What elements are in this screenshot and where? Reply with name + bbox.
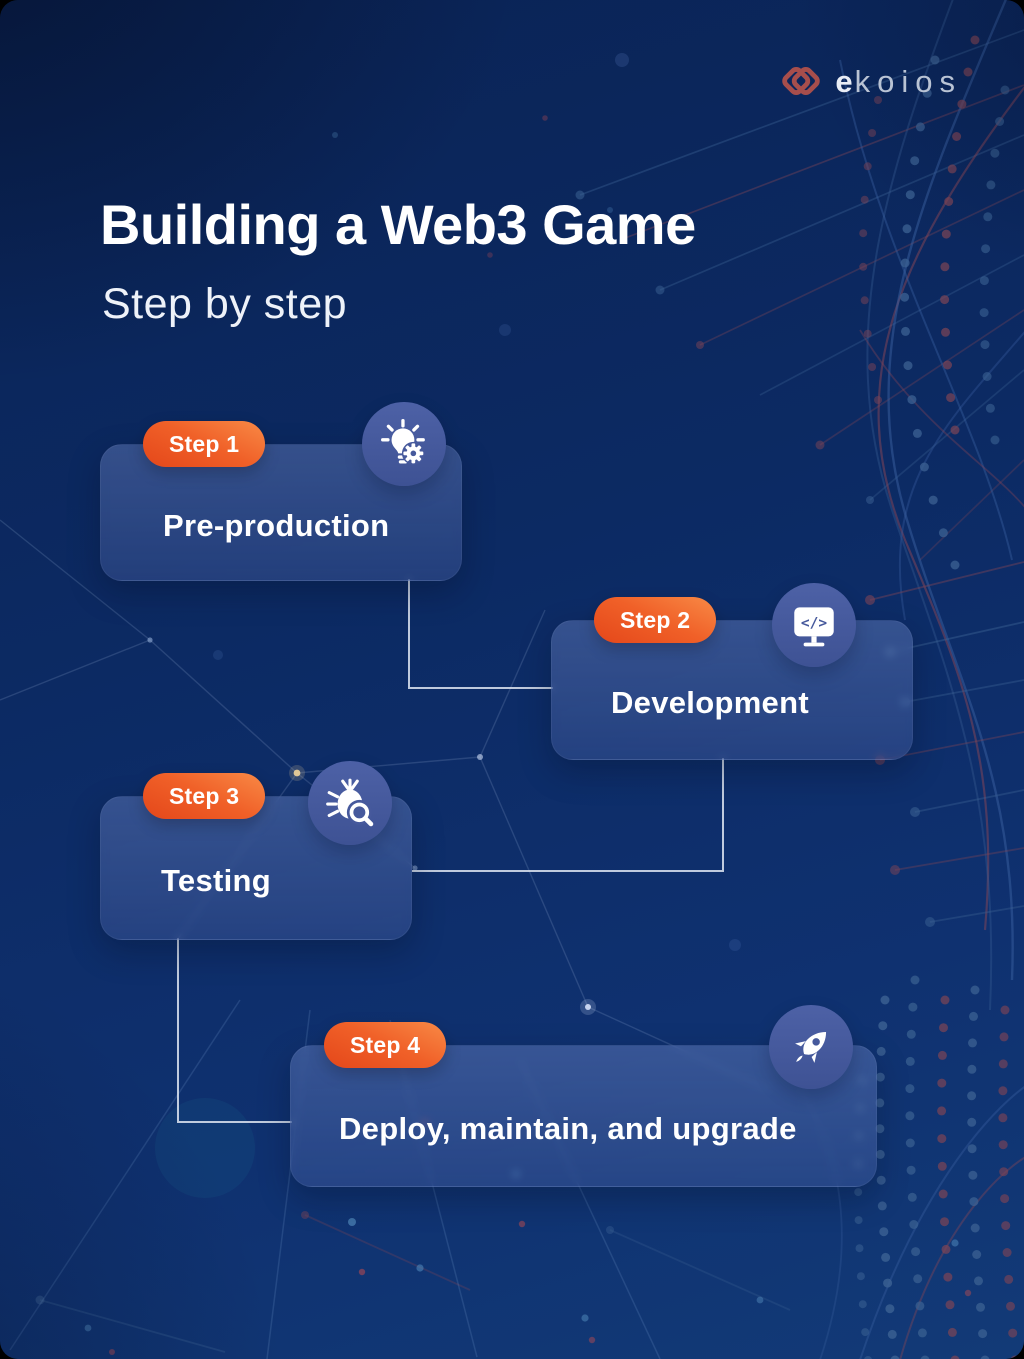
- page-subtitle: Step by step: [102, 280, 348, 328]
- ekoios-logo-icon: [782, 67, 821, 95]
- brand-logo: ekoios: [778, 58, 962, 104]
- step-4-badge: Step 4: [324, 1022, 447, 1068]
- connector-step2-step3: [412, 758, 724, 872]
- lightbulb-gear-icon: [362, 402, 446, 486]
- step-1-badge: Step 1: [143, 421, 266, 467]
- code-monitor-icon: </>: [772, 583, 856, 667]
- page-title: Building a Web3 Game: [100, 193, 696, 256]
- svg-text:</>: </>: [801, 616, 827, 632]
- rocket-icon: [769, 1005, 853, 1089]
- step-card-1: Step 1: [100, 402, 462, 581]
- step-3-label: Testing: [161, 863, 272, 898]
- streak-lines: [575, 29, 1024, 561]
- step-2-badge: Step 2: [594, 597, 717, 643]
- connector-step3-step4: [177, 938, 292, 1123]
- connector-step1-step2: [408, 579, 553, 689]
- step-3-badge: Step 3: [143, 773, 266, 819]
- logo-text-bold: e: [835, 63, 855, 99]
- step-card-3: Step 3 Testing: [100, 761, 412, 940]
- step-card-4: Step 4 Deploy, maintain, and upgrade: [290, 1005, 877, 1187]
- step-1-label: Pre-production: [163, 507, 390, 543]
- brand-logo-text: ekoios: [835, 66, 962, 97]
- step-2-label: Development: [611, 685, 809, 720]
- bug-magnifier-icon: [308, 761, 392, 845]
- step-card-2: Step 2 </> Development: [551, 583, 913, 760]
- step-4-label: Deploy, maintain, and upgrade: [339, 1111, 797, 1146]
- logo-text-rest: koios: [854, 63, 962, 99]
